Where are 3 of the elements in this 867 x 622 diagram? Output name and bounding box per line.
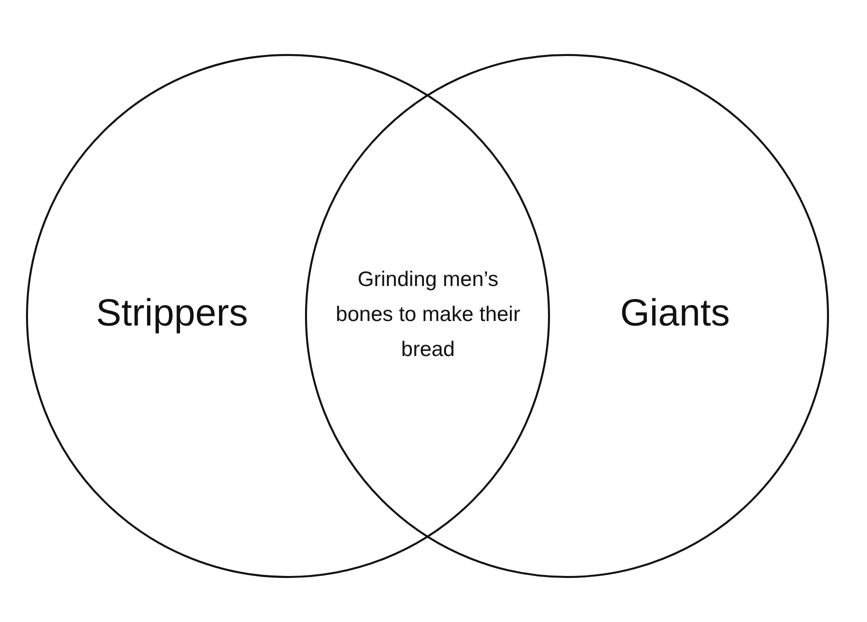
set-label: Strippers xyxy=(96,292,248,336)
set-label: Giants xyxy=(620,292,730,336)
overlap-label: Grinding men’s bones to make their bread xyxy=(334,267,522,363)
